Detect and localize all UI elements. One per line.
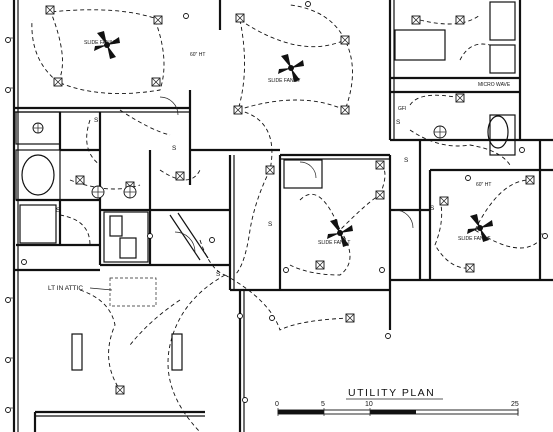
duplex-outlet-icon [465, 175, 471, 181]
duplex-outlet-icon [379, 267, 385, 273]
outlets [5, 1, 548, 413]
light-fixture-icon [75, 175, 85, 185]
slide-fan-label: SLIDE FAN/LT [268, 78, 300, 84]
exhaust-fan-icon [32, 122, 44, 134]
duplex-outlet-icon [147, 233, 153, 239]
annotations: SLIDE FAN/LT SLIDE FAN/LT SLIDE FAN/LT S… [48, 40, 511, 292]
duplex-outlet-icon [385, 333, 391, 339]
light-fixture-icon [455, 15, 465, 25]
ceiling-fan-icon [94, 31, 120, 59]
scale-bar: 0 5 10 25 [275, 401, 519, 416]
height-label: 60" HT [476, 182, 491, 188]
light-fixture-icon [465, 263, 475, 273]
duplex-outlet-icon [5, 87, 14, 93]
scale-tick-label: 0 [275, 401, 279, 408]
scale-tick-label: 10 [365, 401, 373, 408]
duplex-outlet-icon [237, 313, 243, 319]
lt-in-attic-label: LT IN ATTIC [48, 285, 83, 292]
light-fixture-icon [151, 77, 161, 87]
slide-fan-label: SLIDE FAN/LT [84, 40, 116, 46]
height-label: 60" HT [190, 52, 205, 58]
duplex-outlet-icon [519, 147, 525, 153]
light-fixture-icon [315, 260, 325, 270]
plan-title: UTILITY PLAN [348, 387, 435, 399]
light-fixture-icon [525, 175, 535, 185]
scale-tick-label: 5 [321, 401, 325, 408]
switch-icon: S [172, 145, 177, 152]
switch-icon: S [396, 119, 401, 126]
light-fixture-icon [345, 313, 355, 323]
light-fixture-icon [153, 15, 163, 25]
switch-icon: S [268, 221, 273, 228]
duplex-outlet-icon [305, 1, 311, 7]
duplex-outlet-icon [21, 259, 27, 265]
slide-fan-label: SLIDE FAN/LT [318, 240, 350, 246]
duplex-outlet-icon [5, 297, 14, 303]
switch-icon: S [94, 117, 99, 124]
light-fixture-icon [265, 165, 275, 175]
scale-tick-label: 25 [511, 401, 519, 408]
light-fixture-icon [340, 35, 350, 45]
light-fixture-icon [235, 13, 245, 23]
duplex-outlet-icon [183, 13, 189, 19]
duplex-outlet-icon [242, 397, 248, 403]
light-fixture-icon [233, 105, 243, 115]
light-fixture-icon [175, 171, 185, 181]
ceiling-fan-icon [278, 54, 304, 82]
duplex-outlet-icon [540, 233, 548, 239]
gfi-label: GFI [398, 106, 406, 112]
duplex-outlet-icon [283, 267, 289, 273]
exhaust-fan-icon [433, 125, 447, 139]
switch-icon: S [430, 205, 435, 212]
light-fixture-icon [340, 105, 350, 115]
switches: S S S S S S S S [56, 117, 435, 278]
ceiling-fan-icon [327, 219, 353, 247]
switch-icon: S [404, 157, 409, 164]
light-fixtures [45, 5, 535, 395]
light-fixture-icon [375, 190, 385, 200]
duplex-outlet-icon [5, 407, 14, 413]
light-fixture-icon [45, 5, 55, 15]
duplex-outlet-icon [5, 357, 14, 363]
ceiling-fan-icon [467, 214, 493, 242]
slide-fan-label: SLIDE FAN/LT [458, 236, 490, 242]
exhaust-fan-icon [91, 185, 105, 199]
walls [12, 0, 553, 432]
light-fixture-icon [53, 77, 63, 87]
micro-wave-label: MICRO WAVE [478, 82, 511, 88]
light-fixture-icon [455, 93, 465, 103]
duplex-outlet-icon [5, 37, 14, 43]
light-fixture-icon [115, 385, 125, 395]
duplex-outlet-icon [209, 237, 215, 243]
switch-icon: S [56, 207, 61, 214]
duplex-outlet-icon [269, 315, 275, 321]
light-fixture-icon [439, 196, 449, 206]
exhaust-fan-icon [123, 185, 137, 199]
switch-icon: S [216, 271, 221, 278]
light-fixture-icon [411, 15, 421, 25]
light-fixture-icon [375, 160, 385, 170]
